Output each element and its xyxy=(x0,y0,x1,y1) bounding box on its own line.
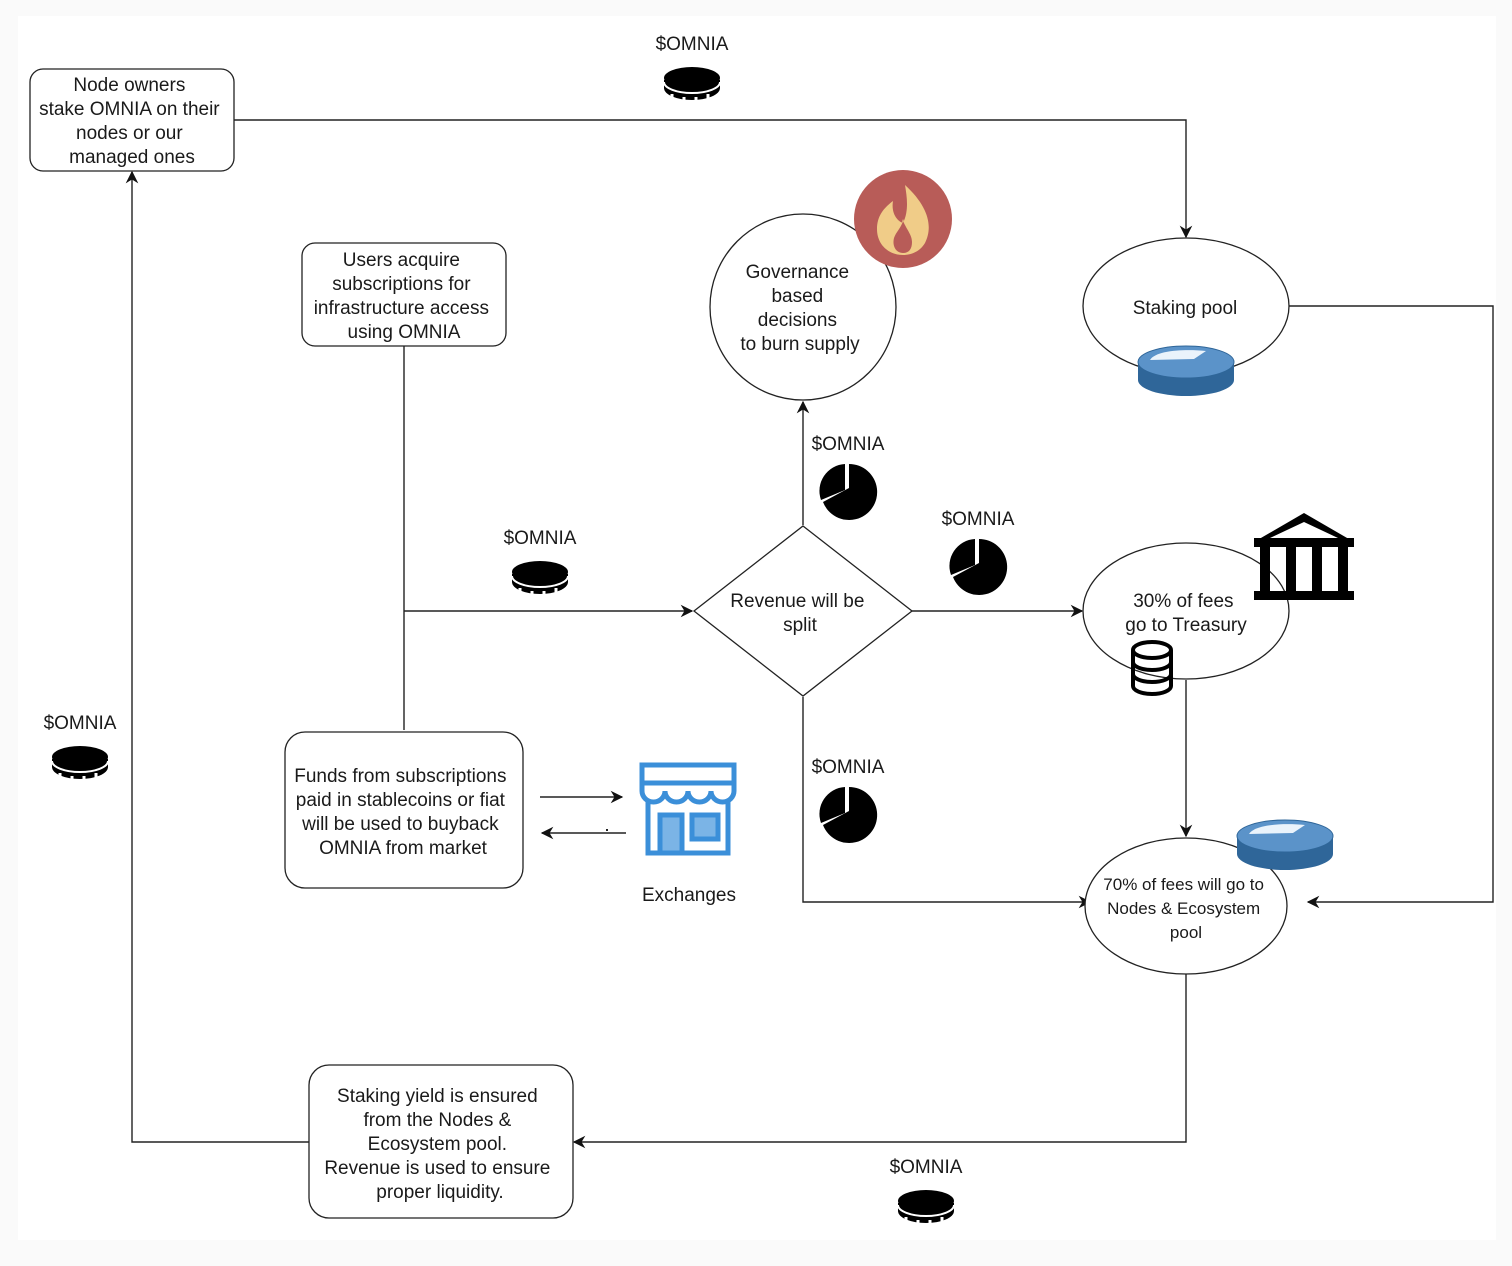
edge-split-to-nodes-pool[interactable] xyxy=(802,697,1092,909)
pie-chart-icon xyxy=(819,463,878,520)
token-label-split-to-nodes: $OMNIA xyxy=(812,757,885,843)
edge-staking-yield-to-node-owners[interactable] xyxy=(125,170,309,1143)
revenue-split-diamond[interactable]: Revenue will be split xyxy=(692,525,914,697)
revenue-split-label: Revenue will be split xyxy=(730,591,869,636)
pie-chart-icon xyxy=(819,786,878,843)
coin-icon xyxy=(663,67,721,103)
token-label-text: $OMNIA xyxy=(942,509,1015,530)
treasury-ellipse[interactable]: 30% of fees go to Treasury xyxy=(1082,542,1290,680)
node-owners-label: Node owners stake OMNIA on their nodes o… xyxy=(39,75,225,168)
edges xyxy=(125,119,1494,1149)
coin-icon xyxy=(897,1190,955,1226)
token-label-left: $OMNIA xyxy=(44,713,117,782)
bank-icon xyxy=(1254,513,1354,600)
coin-icon xyxy=(511,561,569,597)
token-label-text: $OMNIA xyxy=(44,713,117,734)
edge-node-owners-to-staking-pool[interactable] xyxy=(234,119,1193,239)
staking-pool-label: Staking pool xyxy=(1133,298,1238,319)
fire-icon xyxy=(854,170,952,268)
coin-icon xyxy=(51,746,109,782)
staking-yield-box[interactable]: Staking yield is ensured from the Nodes … xyxy=(308,1064,574,1219)
disk-icon xyxy=(1236,819,1334,870)
coin-stack-icon xyxy=(1131,640,1173,696)
token-label-text: $OMNIA xyxy=(812,434,885,455)
funds-buyback-label: Funds from subscriptions paid in stablec… xyxy=(294,766,512,859)
token-label-text: $OMNIA xyxy=(504,528,577,549)
treasury-label: 30% of fees go to Treasury xyxy=(1125,591,1247,636)
token-label-text: $OMNIA xyxy=(656,34,729,55)
storefront-icon[interactable] xyxy=(639,762,737,856)
nodes-pool-label: 70% of fees will go to Nodes & Ecosystem… xyxy=(1103,875,1268,942)
exchanges-label: Exchanges xyxy=(642,885,736,906)
governance-label: Governance based decisions to burn suppl… xyxy=(740,262,860,355)
pie-chart-icon xyxy=(949,538,1008,595)
token-label-top: $OMNIA xyxy=(656,34,729,103)
users-acquire-box[interactable]: Users acquire subscriptions for infrastr… xyxy=(301,242,507,347)
token-label-split-to-treasury: $OMNIA xyxy=(942,509,1015,595)
nodes-pool-ellipse[interactable]: 70% of fees will go to Nodes & Ecosystem… xyxy=(1084,837,1288,975)
disk-icon xyxy=(1137,345,1235,396)
funds-buyback-box[interactable]: Funds from subscriptions paid in stablec… xyxy=(284,731,524,889)
token-label-bottom: $OMNIA xyxy=(890,1157,963,1226)
token-label-users-to-split: $OMNIA xyxy=(504,528,577,597)
edge-nodes-pool-to-staking-yield[interactable] xyxy=(572,974,1187,1149)
token-label-text: $OMNIA xyxy=(812,757,885,778)
users-acquire-label: Users acquire subscriptions for infrastr… xyxy=(314,250,495,343)
governance-circle[interactable]: Governance based decisions to burn suppl… xyxy=(709,213,897,401)
staking-pool-ellipse[interactable]: Staking pool xyxy=(1082,237,1290,375)
token-label-split-to-governance: $OMNIA xyxy=(812,434,885,520)
node-owners-box[interactable]: Node owners stake OMNIA on their nodes o… xyxy=(29,68,235,172)
edge-staking-pool-to-nodes-pool[interactable] xyxy=(1289,305,1494,909)
staking-yield-label: Staking yield is ensured from the Nodes … xyxy=(324,1086,555,1203)
token-labels: $OMNIA $OMNIA $OMNIA $OMNIA $OMNIA $OMNIA $OMN… xyxy=(44,34,1015,1226)
edge-artifact-dot xyxy=(606,829,608,831)
token-label-text: $OMNIA xyxy=(890,1157,963,1178)
